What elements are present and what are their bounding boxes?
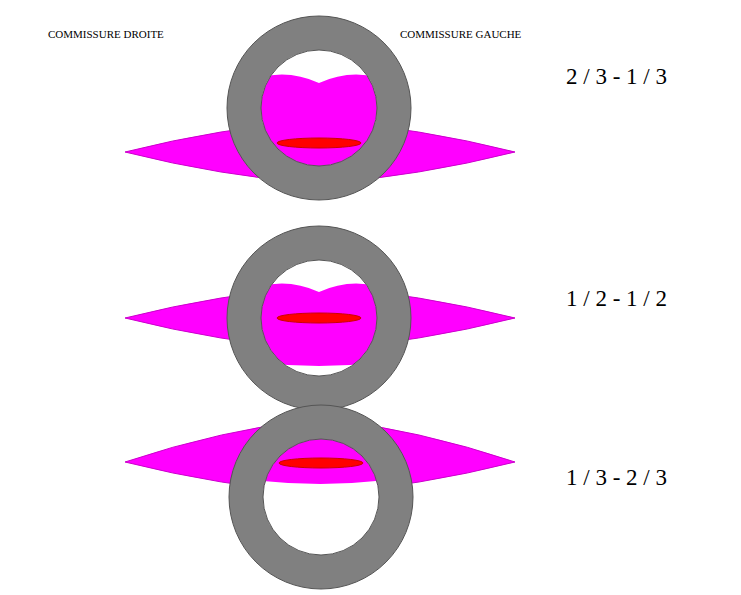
ring — [244, 33, 394, 183]
ring — [244, 243, 394, 393]
mouth-slit — [277, 313, 361, 323]
ratio-label: 2 / 3 - 1 / 3 — [566, 64, 667, 89]
ring-edge — [261, 260, 377, 376]
ratio-label: 1 / 3 - 2 / 3 — [566, 465, 667, 490]
ring-edge — [227, 16, 411, 200]
ring-edge — [227, 226, 411, 410]
ring-edge — [261, 50, 377, 166]
ratio-label: 1 / 2 - 1 / 2 — [566, 286, 667, 311]
mouth-slit — [279, 458, 363, 468]
axis-label: COMMISSURE DROITE — [48, 28, 164, 40]
ring-edge — [229, 405, 413, 589]
axis-label: COMMISSURE GAUCHE — [400, 28, 521, 40]
ring — [246, 422, 396, 572]
ring-edge — [263, 439, 379, 555]
mouth-slit — [277, 138, 361, 148]
